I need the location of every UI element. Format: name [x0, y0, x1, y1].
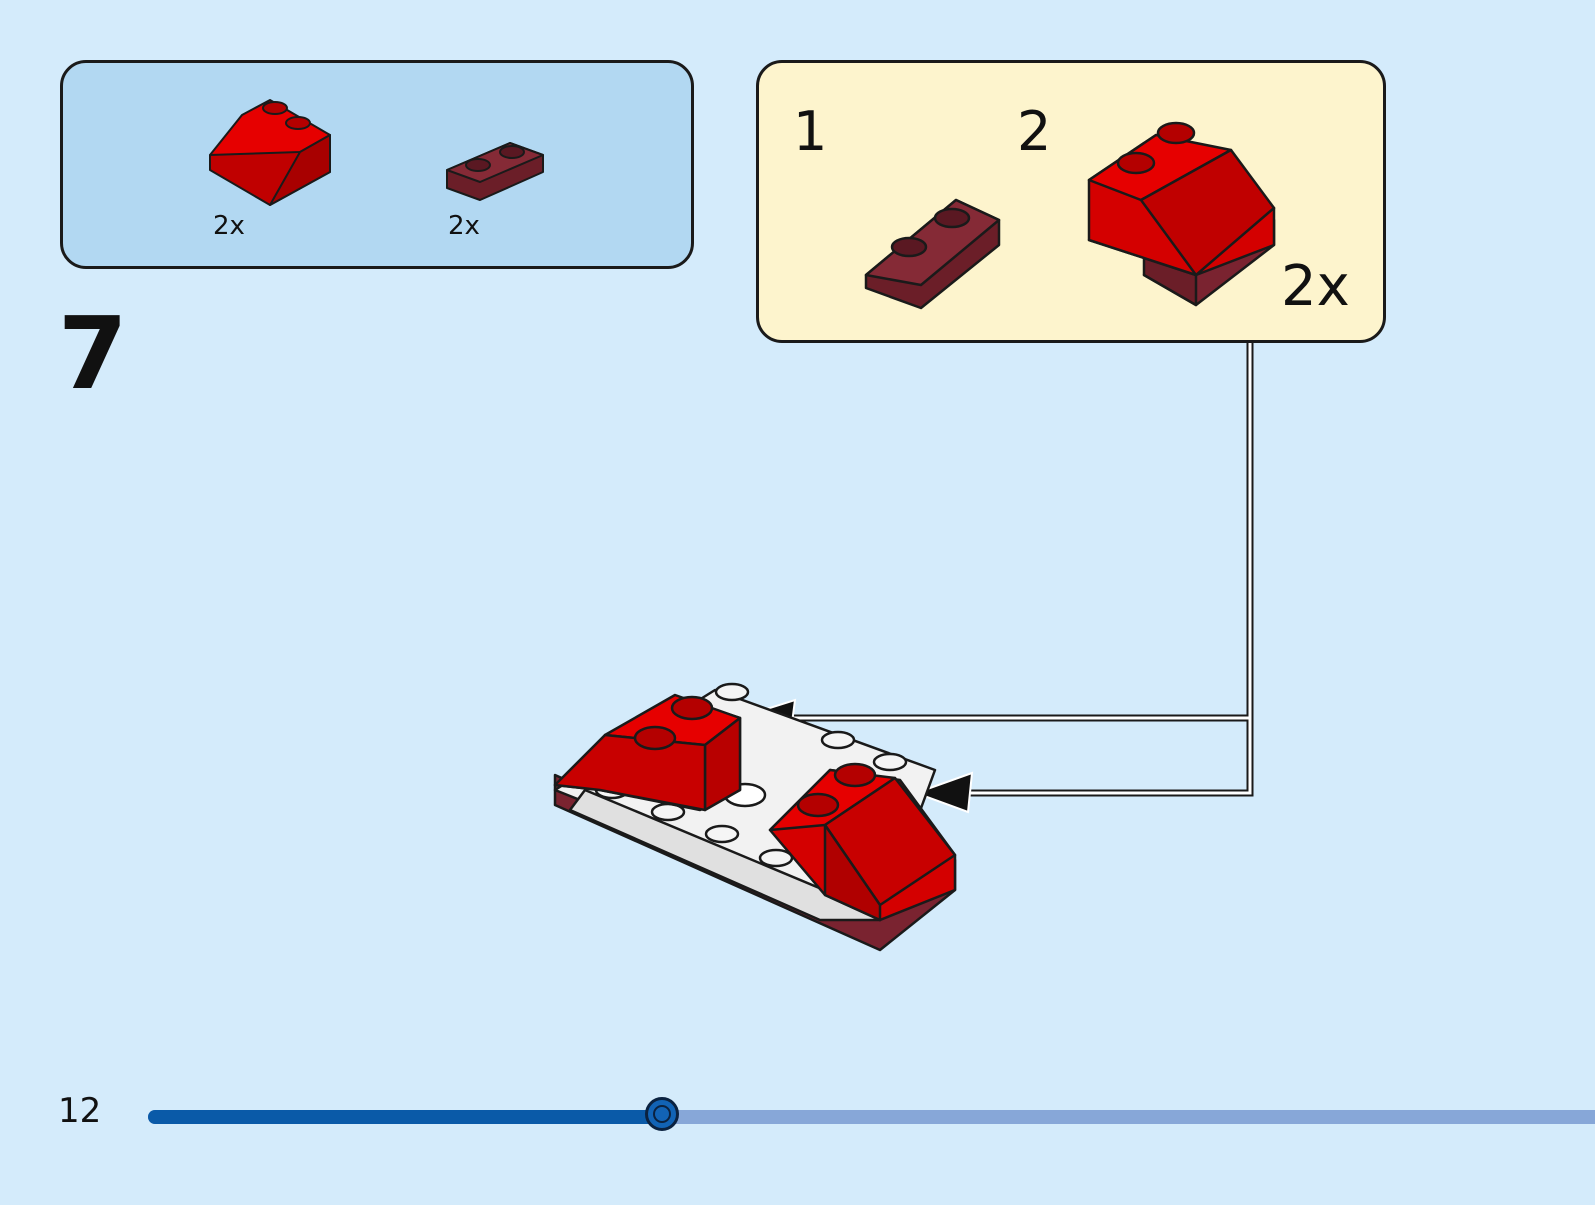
sub-assembly-illustration [864, 121, 1276, 310]
instruction-progress-bar [148, 1097, 1595, 1131]
part-qty-plate: 2x [448, 211, 480, 241]
sub-step-2-number: 2 [1017, 100, 1052, 163]
arrow-left-icon [913, 771, 974, 814]
parts-illustration [209, 99, 544, 206]
sub-assembly-multiplier: 2x [1281, 254, 1350, 319]
sub-assembly-box: 1 2 2x [756, 60, 1386, 343]
parts-list-box: 2x 2x [60, 60, 694, 269]
sub-step-1-number: 1 [793, 100, 828, 163]
step-number: 7 [58, 295, 128, 412]
part-qty-slope: 2x [213, 211, 245, 241]
page-number: 12 [58, 1091, 102, 1131]
dark-red-plate-icon [446, 142, 544, 201]
red-slope-brick-icon [1087, 121, 1276, 307]
progress-fill [148, 1110, 662, 1124]
progress-knob [644, 1097, 679, 1131]
dark-red-plate-icon [864, 198, 1001, 310]
red-slope-brick-icon [209, 99, 331, 206]
